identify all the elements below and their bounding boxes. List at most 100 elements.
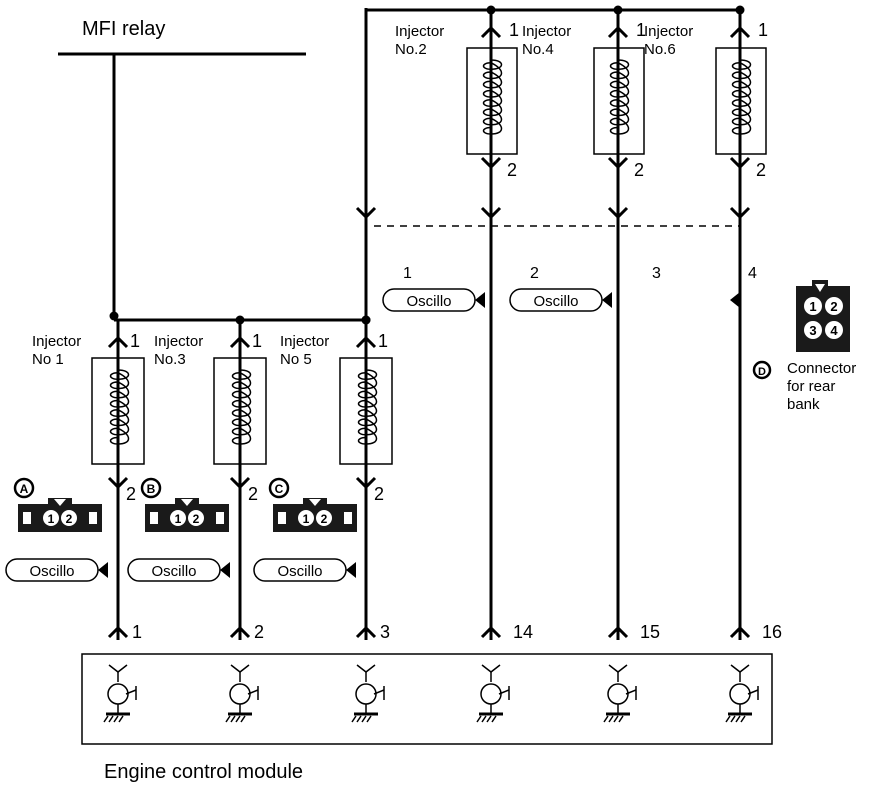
injector-pin-1-terminal bbox=[607, 25, 629, 39]
ground-hatch bbox=[230, 715, 236, 723]
transistor-body bbox=[480, 683, 502, 705]
injector-pin-2-terminal bbox=[355, 476, 377, 490]
injector-name: Injector bbox=[154, 333, 203, 350]
connector-key bbox=[309, 499, 321, 506]
oscillo-probe-label: Oscillo bbox=[151, 563, 196, 580]
pin-label: 4 bbox=[830, 323, 838, 338]
pin-1-socket bbox=[170, 510, 186, 526]
connector-latch-right bbox=[344, 512, 352, 524]
ground-hatch bbox=[603, 715, 609, 723]
ground-hatch bbox=[491, 715, 497, 723]
injector-pin-2-label: 2 bbox=[756, 160, 766, 180]
relay-junction-dot bbox=[109, 311, 119, 321]
transistor-body bbox=[229, 683, 251, 705]
connector-body bbox=[273, 498, 357, 532]
ecm-pin-terminal bbox=[729, 625, 751, 639]
ecm-pin-label: 3 bbox=[380, 622, 390, 642]
coil-winding bbox=[731, 52, 752, 142]
transistor-base bbox=[625, 686, 637, 700]
pin-socket bbox=[825, 321, 843, 339]
injector-pin-1-terminal bbox=[355, 335, 377, 349]
pin-socket bbox=[804, 297, 822, 315]
pin-2-label: 2 bbox=[193, 512, 200, 526]
ground-hatch bbox=[613, 715, 619, 723]
injector-pin-2-terminal bbox=[229, 476, 251, 490]
ground-hatch bbox=[725, 715, 731, 723]
pin-2-socket bbox=[61, 510, 77, 526]
transistor-body bbox=[107, 683, 129, 705]
injector-housing bbox=[466, 47, 518, 155]
injector-pin-1-terminal bbox=[229, 335, 251, 349]
injector-pin-1-label: 1 bbox=[758, 20, 768, 40]
ecm-pin-terminal bbox=[607, 625, 629, 639]
ground-hatch bbox=[356, 715, 362, 723]
transistor-body bbox=[729, 683, 751, 705]
injector-pin-2-terminal bbox=[607, 156, 629, 170]
injector-housing bbox=[213, 357, 267, 465]
oscillo-probe-label: Oscillo bbox=[533, 293, 578, 310]
connector-latch-right bbox=[89, 512, 97, 524]
connector-latch-left bbox=[278, 512, 286, 524]
driver-input-chevron bbox=[608, 664, 628, 673]
ecm-pin-label: 16 bbox=[762, 622, 782, 642]
ecm-pin-terminal bbox=[355, 625, 377, 639]
connector-body bbox=[145, 498, 229, 532]
connector-caption: bank bbox=[787, 396, 820, 413]
oscillo-probe-label: Oscillo bbox=[29, 563, 74, 580]
injector-connector-B-letter-ring bbox=[140, 477, 162, 499]
ground-hatch bbox=[366, 715, 372, 723]
transistor-base bbox=[747, 686, 759, 700]
pin-label: 2 bbox=[830, 299, 837, 314]
pin-socket bbox=[804, 321, 822, 339]
ground-hatch bbox=[103, 715, 109, 723]
ground-hatch bbox=[608, 715, 614, 723]
ecm-driver-transistor bbox=[476, 664, 510, 723]
ecm-driver-transistor bbox=[725, 664, 759, 723]
coil-winding bbox=[609, 52, 630, 142]
transistor-base bbox=[498, 686, 510, 700]
injector-connector-A-letter-ring bbox=[13, 477, 35, 499]
ecm-pin-label: 1 bbox=[132, 622, 142, 642]
ground-hatch bbox=[740, 715, 746, 723]
oscillo-probe-probe-arrow bbox=[220, 562, 230, 578]
connector-body bbox=[18, 498, 102, 532]
rear-connector-terminal bbox=[729, 206, 751, 220]
ecm-driver-transistor bbox=[225, 664, 259, 723]
injector-number: No.6 bbox=[644, 41, 676, 58]
injector-pin-1-label: 1 bbox=[378, 331, 388, 351]
pin-1-socket bbox=[43, 510, 59, 526]
pin-2-socket bbox=[188, 510, 204, 526]
injector-pin-2-label: 2 bbox=[126, 484, 136, 504]
injector-connector-C-letter-ring bbox=[268, 477, 290, 499]
injector-housing bbox=[339, 357, 393, 465]
ground-hatch bbox=[481, 715, 487, 723]
pin-socket bbox=[825, 297, 843, 315]
driver-input-chevron bbox=[481, 664, 501, 673]
injector-connector-A-letter: A bbox=[20, 482, 29, 496]
pin-label: 3 bbox=[809, 323, 816, 338]
injector-connector-B-letter: B bbox=[147, 482, 156, 496]
coil-winding bbox=[231, 362, 252, 452]
coil-winding bbox=[482, 52, 503, 142]
pin-1-label: 1 bbox=[175, 512, 182, 526]
ecm-driver-transistor bbox=[351, 664, 385, 723]
rear-connector-terminal bbox=[480, 206, 502, 220]
connector-key bbox=[54, 499, 66, 506]
driver-input-chevron bbox=[230, 664, 250, 673]
connector-caption: Connector bbox=[787, 360, 856, 377]
ground-hatch bbox=[486, 715, 492, 723]
oscillo-probe-probe-arrow bbox=[98, 562, 108, 578]
pin-2-label: 2 bbox=[321, 512, 328, 526]
connector-latch-left bbox=[23, 512, 31, 524]
ecm-pin-label: 14 bbox=[513, 622, 533, 642]
injector-pin-1-label: 1 bbox=[252, 331, 262, 351]
injector-number: No 5 bbox=[280, 351, 312, 368]
mfi-relay-label: MFI relay bbox=[82, 18, 165, 40]
ecm-driver-transistor bbox=[603, 664, 637, 723]
connector-key bbox=[815, 284, 825, 292]
injector-pin-1-label: 1 bbox=[509, 20, 519, 40]
ecm-driver-transistor bbox=[103, 664, 137, 723]
